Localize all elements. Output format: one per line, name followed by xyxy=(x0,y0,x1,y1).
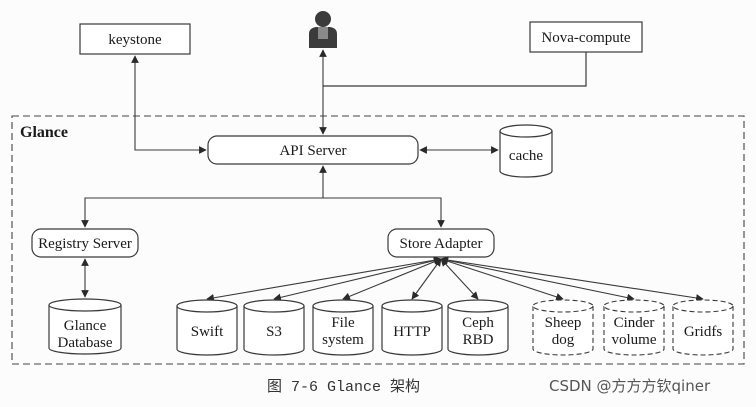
store-cylinder-file-system xyxy=(312,299,374,356)
store-cylinder-ceph-rbd xyxy=(447,299,509,356)
registry-server-label: Registry Server xyxy=(38,236,132,252)
registry-server-box xyxy=(31,228,139,258)
nova-compute-label: Nova-compute xyxy=(541,30,630,46)
nova-link xyxy=(323,52,587,87)
store-label-sheep-dog-2: dog xyxy=(552,332,575,348)
glance-database-label-1: Glance xyxy=(64,318,107,334)
store-cylinder-s3 xyxy=(243,299,305,356)
store-label-cinder-volume-1: Cinder xyxy=(614,315,655,331)
registry-store-connector xyxy=(81,197,445,228)
csdn-watermark: CSDN @方方方钦qiner xyxy=(549,377,711,395)
store-label-cinder-volume-2: volume xyxy=(612,332,657,348)
store-label-swift-1: Swift xyxy=(191,324,224,340)
store-arrow-cinder-volume xyxy=(440,256,635,302)
user-icon xyxy=(309,11,337,48)
store-label-ceph-rbd-1: Ceph xyxy=(462,315,494,331)
keystone-box xyxy=(79,23,191,55)
store-cylinder-swift xyxy=(176,299,238,356)
api-server-label: API Server xyxy=(279,143,346,159)
store-cylinder-gridfs xyxy=(672,299,734,356)
keystone-api-arrow xyxy=(131,55,207,154)
nova-compute-box xyxy=(529,21,643,53)
keystone-label: keystone xyxy=(108,32,162,48)
store-label-file-system-2: system xyxy=(322,332,364,348)
store-label-ceph-rbd-2: RBD xyxy=(463,332,494,348)
store-adapter-label: Store Adapter xyxy=(400,236,483,252)
store-label-http-1: HTTP xyxy=(393,324,431,340)
glance-frame xyxy=(11,115,745,365)
cache-label: cache xyxy=(509,148,543,164)
store-arrow-swift xyxy=(206,256,442,302)
api-server-box xyxy=(207,135,419,165)
store-arrow-gridfs xyxy=(440,256,704,302)
store-label-gridfs-1: Gridfs xyxy=(684,324,722,340)
store-label-file-system-1: File xyxy=(331,315,355,331)
store-cylinder-cinder-volume xyxy=(603,299,665,356)
store-label-s3-1: S3 xyxy=(266,324,282,340)
store-label-sheep-dog-1: Sheep xyxy=(545,315,582,331)
glance-label: Glance xyxy=(20,124,68,141)
glance-database-label-2: Database xyxy=(58,335,113,351)
figure-caption: 图 7-6 Glance 架构 xyxy=(267,378,420,396)
cache-cylinder xyxy=(499,124,553,178)
store-cylinder-sheep-dog xyxy=(532,299,594,356)
glance-database-cylinder xyxy=(48,298,122,355)
store-cylinder-http xyxy=(381,299,443,356)
store-arrow-http xyxy=(411,258,442,300)
